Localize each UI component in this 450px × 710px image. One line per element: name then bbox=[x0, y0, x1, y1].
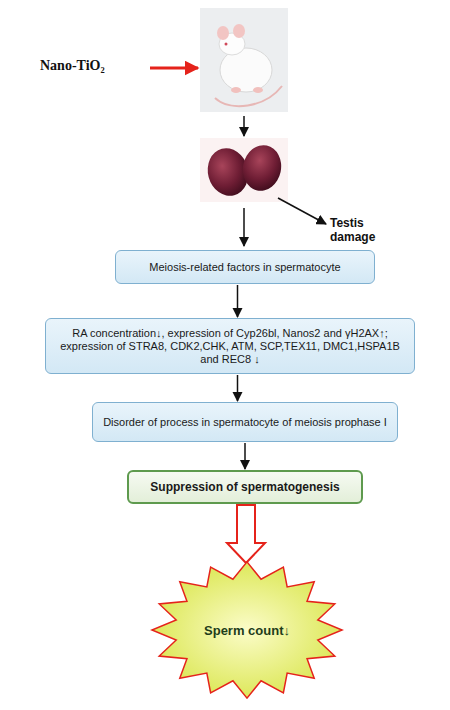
damage-arrow bbox=[278, 198, 326, 224]
testis-picture bbox=[200, 138, 288, 202]
process-box: Disorder of process in spermatocyte of m… bbox=[92, 402, 398, 442]
outcome-starburst: Sperm count↓ bbox=[150, 560, 344, 700]
exposure-arrow bbox=[150, 67, 198, 70]
process-box: Meiosis-related factors in spermatocyte bbox=[115, 250, 375, 284]
flow-arrow bbox=[237, 285, 239, 317]
mouse-picture bbox=[200, 8, 288, 112]
node-text: Suppression of spermatogenesis bbox=[150, 480, 339, 494]
flow-arrow bbox=[237, 375, 239, 401]
flow-arrow bbox=[243, 116, 245, 136]
node-text: Sperm count↓ bbox=[204, 623, 290, 638]
exposure-label: Nano-TiO₂ bbox=[40, 58, 150, 74]
effect-label: Testis damage bbox=[330, 216, 410, 244]
result-box: Suppression of spermatogenesis bbox=[127, 470, 363, 504]
flow-arrow bbox=[244, 443, 246, 469]
process-box: RA concentration↓, expression of Cyp26bl… bbox=[45, 318, 415, 374]
flow-arrow bbox=[243, 208, 245, 246]
node-text: Disorder of process in spermatocyte of m… bbox=[103, 416, 387, 429]
hollow-arrow bbox=[227, 505, 265, 563]
node-text: Meiosis-related factors in spermatocyte bbox=[149, 261, 340, 274]
node-text: RA concentration↓, expression of Cyp26bl… bbox=[54, 327, 406, 366]
